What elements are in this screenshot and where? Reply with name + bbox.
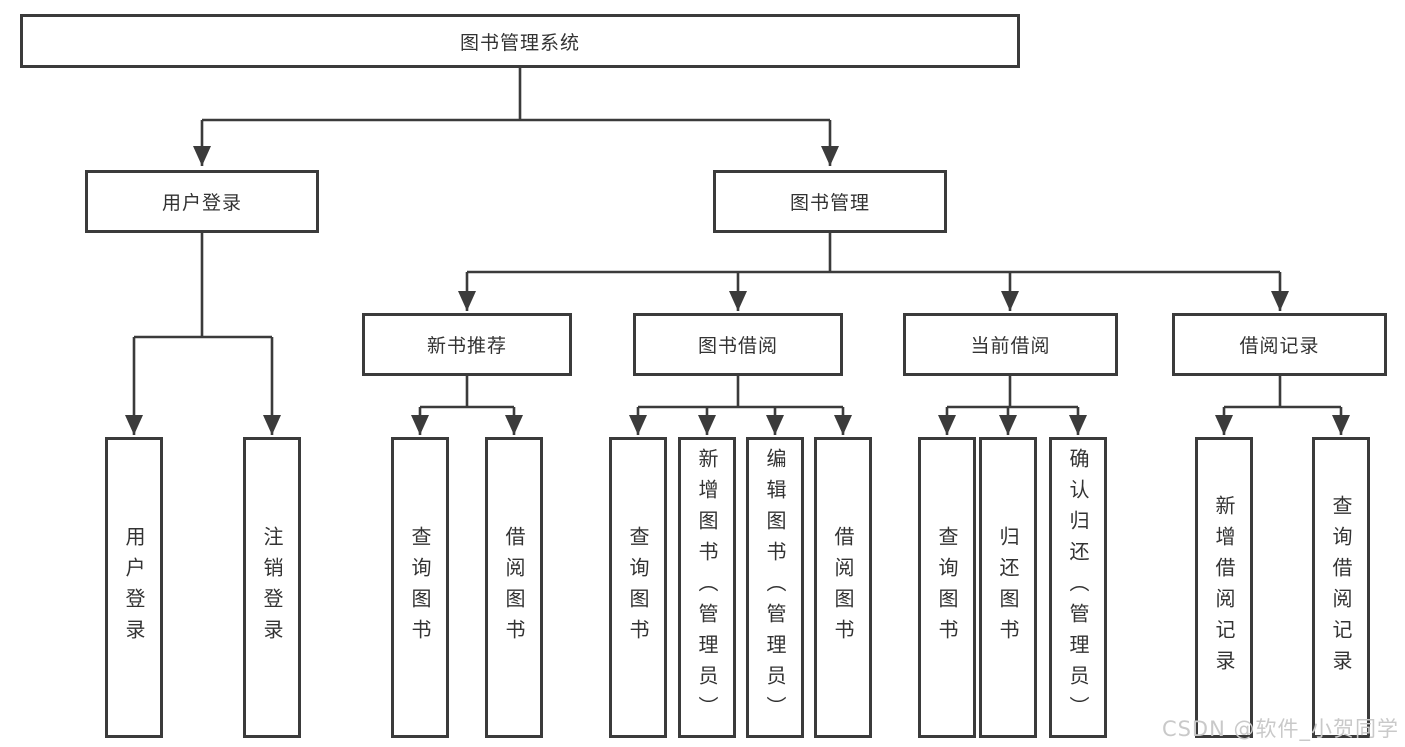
- leaf-query-borrow-record: 查询借阅记录: [1312, 437, 1370, 738]
- leaf-query-books-recommend: 查询图书: [391, 437, 449, 738]
- node-book-borrowing: 图书借阅: [633, 313, 843, 376]
- leaf-edit-books-admin: 编辑图书（管理员）: [746, 437, 804, 738]
- leaf-query-books-current: 查询图书: [918, 437, 976, 738]
- leaf-confirm-return-admin: 确认归还（管理员）: [1049, 437, 1107, 738]
- leaf-user-login: 用户登录: [105, 437, 163, 738]
- node-current-borrowing: 当前借阅: [903, 313, 1118, 376]
- node-user-login-branch: 用户登录: [85, 170, 319, 233]
- leaf-logout: 注销登录: [243, 437, 301, 738]
- node-new-book-recommendation: 新书推荐: [362, 313, 572, 376]
- leaf-borrow-books-borrowing: 借阅图书: [814, 437, 872, 738]
- leaf-return-books: 归还图书: [979, 437, 1037, 738]
- leaf-add-books-admin: 新增图书（管理员）: [678, 437, 736, 738]
- node-library-management-system: 图书管理系统: [20, 14, 1020, 68]
- node-borrowing-records: 借阅记录: [1172, 313, 1387, 376]
- leaf-query-books-borrowing: 查询图书: [609, 437, 667, 738]
- leaf-borrow-books-recommend: 借阅图书: [485, 437, 543, 738]
- node-book-management-branch: 图书管理: [713, 170, 947, 233]
- leaf-add-borrow-record: 新增借阅记录: [1195, 437, 1253, 738]
- csdn-watermark: CSDN @软件_小贺同学: [1161, 717, 1399, 741]
